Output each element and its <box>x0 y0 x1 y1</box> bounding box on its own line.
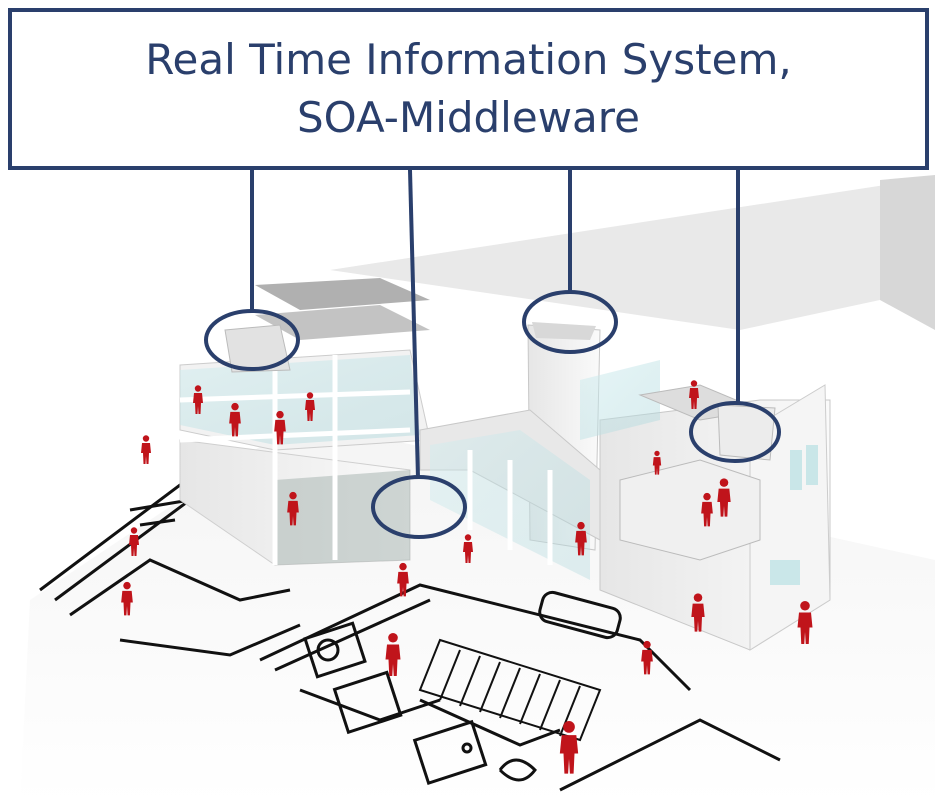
roof-slab-lower <box>255 305 430 340</box>
roof-plate <box>330 185 885 330</box>
west-wing-frames <box>179 355 411 565</box>
blueprint-stair-hatching <box>418 638 602 742</box>
roof-slab-upper <box>255 278 430 310</box>
callout-east-stair-room <box>689 401 781 463</box>
connector-lines <box>250 169 740 479</box>
title-line-1: Real Time Information System, <box>145 35 792 84</box>
east-wing-glass <box>580 360 660 440</box>
west-roof-unit <box>224 324 291 373</box>
title-box: Real Time Information System, SOA-Middle… <box>8 8 929 170</box>
east-wing-windows <box>770 445 818 585</box>
central-tower-top <box>532 322 596 340</box>
callout-west-roof-unit <box>204 309 300 371</box>
callout-ground-floor-glass <box>371 475 467 539</box>
east-room-box <box>619 459 761 561</box>
corridor-frames <box>467 450 553 565</box>
callout-central-tower-top <box>522 290 618 354</box>
roof-plate-edge <box>880 175 935 330</box>
title-line-2: SOA-Middleware <box>297 93 640 142</box>
